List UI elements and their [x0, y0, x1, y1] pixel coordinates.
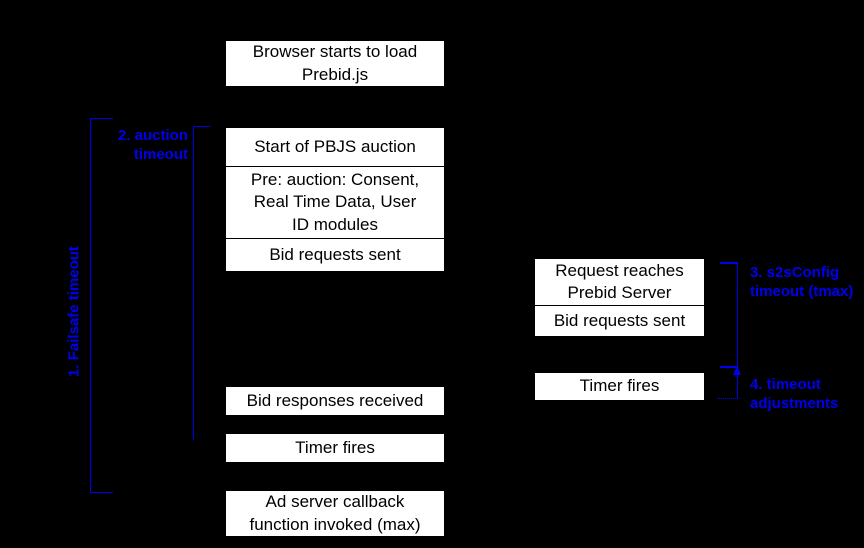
box-bid-responses-received-label: Bid responses received — [246, 390, 424, 410]
box-request-reaches-prebid-server: Request reaches Prebid Server — [535, 259, 704, 306]
failsafe-timeout-label: 1. Failsafe timeout — [65, 246, 83, 377]
box-browser-starts-to-load-prebid-label: Browser starts to load Prebid.js — [252, 42, 418, 84]
auction-timeout-label: 2. auction timeout — [117, 127, 188, 164]
s2sconfig-bracket-vertical — [737, 262, 738, 367]
box-timer-fires-client-label: Timer fires — [295, 437, 375, 457]
box-bid-requests-sent-client: Bid requests sent — [226, 239, 444, 271]
box-start-of-pbjs-auction-label: Start of PBJS auction — [254, 136, 416, 156]
auction-timeout-bracket-top-tick — [193, 126, 210, 127]
box-timer-fires-server-label: Timer fires — [579, 376, 660, 396]
box-ad-server-callback: Ad server callback function invoked (max… — [225, 490, 445, 537]
box-ad-server-callback-label: Ad server callback function invoked (max… — [249, 492, 421, 534]
box-start-of-pbjs-auction: Start of PBJS auction — [226, 128, 444, 167]
s2sconfig-bracket-top-tick — [720, 262, 738, 264]
auction-stack-group: Start of PBJS auction Pre: auction: Cons… — [225, 127, 445, 272]
box-bid-requests-sent-server-label: Bid requests sent — [553, 310, 686, 330]
box-bid-responses-received: Bid responses received — [225, 386, 445, 416]
box-bid-requests-sent-server: Bid requests sent — [535, 306, 704, 336]
box-timer-fires-client: Timer fires — [225, 433, 445, 463]
box-request-reaches-prebid-server-label: Request reaches Prebid Server — [555, 260, 684, 302]
timeout-adjustments-label: 4. timeout adjustments — [750, 376, 839, 413]
server-stack-group: Request reaches Prebid Server Bid reques… — [534, 258, 705, 337]
box-pre-auction-modules-label: Pre: auction: Consent, Real Time Data, U… — [250, 170, 420, 234]
s2sconfig-timeout-label: 3. s2sConfig timeout (tmax) — [750, 264, 854, 301]
auction-timeout-bracket-vertical — [193, 126, 194, 440]
s2sconfig-bracket-bottom-tick — [720, 366, 738, 368]
failsafe-bracket-vertical — [90, 118, 91, 493]
timeout-adjustments-dotted-baseline — [718, 398, 740, 399]
box-timer-fires-server: Timer fires — [534, 372, 705, 401]
box-browser-starts-to-load-prebid: Browser starts to load Prebid.js — [225, 40, 445, 87]
box-bid-requests-sent-client-label: Bid requests sent — [269, 244, 401, 264]
failsafe-bracket-top-tick — [90, 118, 113, 119]
box-pre-auction-modules: Pre: auction: Consent, Real Time Data, U… — [226, 167, 444, 239]
failsafe-bracket-bottom-tick — [90, 492, 113, 493]
